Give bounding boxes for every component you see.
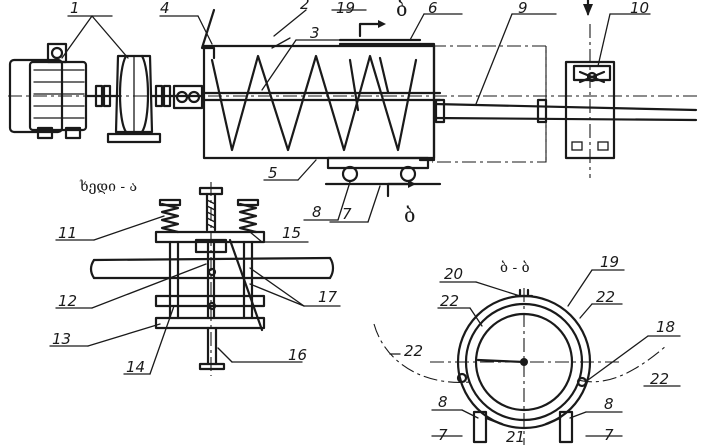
electric-motor xyxy=(8,42,88,140)
labels-main: 1 4 2 3 19 6 9 10 5 8 7 xyxy=(70,0,649,223)
labels-view-a: 11 15 12 13 14 16 17 xyxy=(52,224,338,376)
label-22-d: 22 xyxy=(650,370,669,388)
label-6: 6 xyxy=(428,0,438,17)
label-15: 15 xyxy=(282,224,301,242)
cutter-unit xyxy=(564,24,616,178)
section-b-b-title: ბ - ბ xyxy=(500,259,530,276)
labels-section: 20 19 22 22 22 18 22 8 8 7 21 7 xyxy=(404,253,675,445)
reducer xyxy=(106,54,162,144)
label-7-top: 7 xyxy=(342,205,352,223)
leader-lines-section xyxy=(389,269,681,437)
label-10: 10 xyxy=(630,0,649,17)
label-14: 14 xyxy=(126,358,145,376)
label-7-right: 7 xyxy=(604,426,614,444)
leader-lines-view-a xyxy=(49,215,341,375)
label-8-left: 8 xyxy=(438,393,448,411)
label-13: 13 xyxy=(52,330,71,348)
label-7-left: 7 xyxy=(438,426,448,444)
label-17: 17 xyxy=(318,288,338,306)
label-22-c: 22 xyxy=(404,342,423,360)
label-20: 20 xyxy=(444,265,463,283)
label-19: 19 xyxy=(600,253,619,271)
view-a: ხედი - ა xyxy=(79,178,335,376)
label-19-top: 19 xyxy=(336,0,355,17)
label-8-top: 8 xyxy=(312,203,322,221)
label-2: 2 xyxy=(300,0,310,13)
section-b-b: ბ - ბ xyxy=(373,259,667,445)
section-mark-top: ბ xyxy=(396,0,407,21)
label-4: 4 xyxy=(160,0,170,17)
leader-lines-main xyxy=(61,9,651,223)
label-3: 3 xyxy=(310,24,320,42)
label-1: 1 xyxy=(70,0,80,17)
label-9: 9 xyxy=(518,0,528,17)
label-22-b: 22 xyxy=(596,288,615,306)
label-12: 12 xyxy=(58,292,77,310)
auger-housing xyxy=(202,38,442,162)
label-16: 16 xyxy=(288,346,307,364)
label-21: 21 xyxy=(506,428,525,445)
label-22-a: 22 xyxy=(440,292,459,310)
main-assembly: ბ ბ xyxy=(8,0,700,227)
label-8-right: 8 xyxy=(604,395,614,413)
view-a-title: ხედი - ა xyxy=(79,178,137,195)
label-11: 11 xyxy=(58,224,77,242)
label-18: 18 xyxy=(656,318,675,336)
label-5: 5 xyxy=(268,164,278,182)
section-mark-bottom: ბ xyxy=(404,203,415,227)
